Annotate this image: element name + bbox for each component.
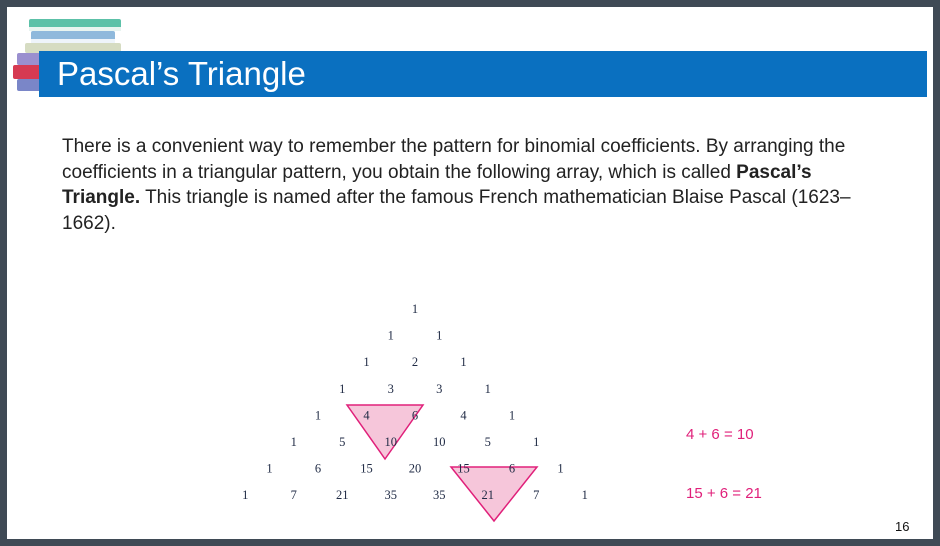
paragraph-text: There is a convenient way to remember th… bbox=[62, 136, 846, 183]
triangle-number: 1 bbox=[266, 462, 272, 476]
triangle-number: 21 bbox=[482, 488, 495, 502]
triangle-number: 4 bbox=[460, 408, 467, 422]
triangle-number: 1 bbox=[557, 462, 563, 476]
triangle-number: 1 bbox=[436, 329, 442, 343]
highlight-triangle-2 bbox=[449, 466, 539, 523]
paragraph-text-end: This triangle is named after the famous … bbox=[62, 187, 851, 234]
triangle-number: 1 bbox=[509, 408, 515, 422]
triangle-number: 1 bbox=[460, 355, 466, 369]
triangle-number: 2 bbox=[412, 355, 418, 369]
triangle-number: 7 bbox=[291, 488, 297, 502]
triangle-number: 6 bbox=[315, 462, 321, 476]
triangle-number: 6 bbox=[509, 462, 515, 476]
triangle-number: 7 bbox=[533, 488, 539, 502]
equation-2: 15 + 6 = 21 bbox=[686, 485, 762, 502]
equation-1: 4 + 6 = 10 bbox=[686, 426, 754, 443]
triangle-number: 5 bbox=[485, 435, 491, 449]
triangle-number: 6 bbox=[412, 408, 418, 422]
triangle-number: 3 bbox=[436, 382, 442, 396]
triangle-number: 1 bbox=[315, 408, 321, 422]
triangle-number: 1 bbox=[291, 435, 297, 449]
triangle-number: 1 bbox=[412, 302, 418, 316]
triangle-number: 4 bbox=[363, 408, 370, 422]
triangle-number: 1 bbox=[242, 488, 248, 502]
triangle-number: 3 bbox=[388, 382, 394, 396]
triangle-number: 35 bbox=[433, 488, 446, 502]
body-paragraph: There is a convenient way to remember th… bbox=[62, 134, 892, 236]
triangle-number: 1 bbox=[582, 488, 588, 502]
paragraph-emphasis: Pascal’s Triangle. bbox=[62, 161, 812, 209]
triangle-number: 35 bbox=[385, 488, 398, 502]
triangle-number: 1 bbox=[485, 382, 491, 396]
triangle-number: 1 bbox=[533, 435, 539, 449]
highlight-triangle-1 bbox=[345, 404, 425, 461]
triangle-number: 15 bbox=[360, 462, 373, 476]
triangle-number: 10 bbox=[433, 435, 446, 449]
slide-title: Pascal’s Triangle bbox=[57, 55, 306, 92]
page-number: 16 bbox=[895, 519, 910, 534]
triangle-number: 10 bbox=[385, 435, 398, 449]
triangle-number: 1 bbox=[339, 382, 345, 396]
triangle-number: 1 bbox=[363, 355, 369, 369]
slide: Pascal’s Triangle There is a convenient … bbox=[7, 7, 933, 539]
triangle-number: 1 bbox=[388, 329, 394, 343]
books-icon bbox=[13, 19, 121, 91]
triangle-number: 20 bbox=[409, 462, 422, 476]
title-bar bbox=[39, 51, 927, 97]
triangle-number: 5 bbox=[339, 435, 345, 449]
triangle-number: 15 bbox=[457, 462, 470, 476]
triangle-number: 21 bbox=[336, 488, 349, 502]
